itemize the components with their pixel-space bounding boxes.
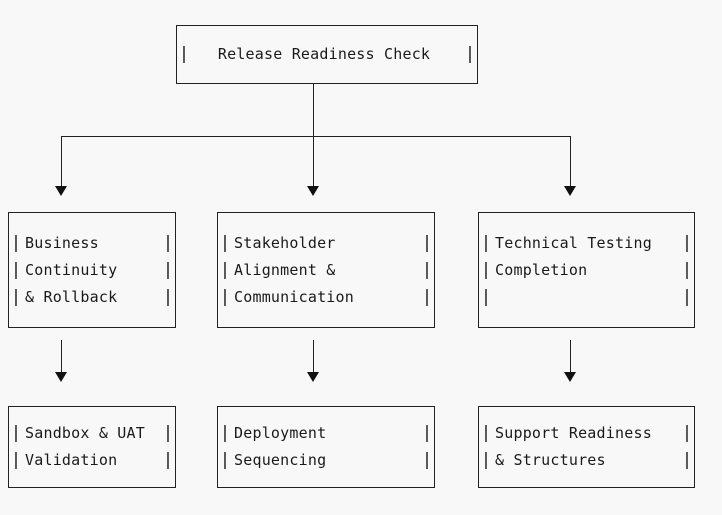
- node-label: Sequencing: [234, 451, 327, 469]
- node-line: | Communication |: [218, 284, 434, 311]
- node-support-readiness-structures[interactable]: | Support Readiness | | & Structures |: [478, 406, 695, 488]
- pipe-glyph-right: |: [681, 232, 693, 253]
- pipe-glyph-left: |: [10, 286, 22, 307]
- node-line: | Deployment |: [218, 420, 434, 447]
- connector-drop-col1: [61, 136, 62, 186]
- pipe-glyph-right: |: [421, 450, 433, 470]
- connector-drop-col2: [313, 136, 314, 186]
- node-line: | Continuity |: [9, 257, 175, 284]
- pipe-glyph-right: |: [464, 44, 476, 64]
- node-line: | Stakeholder |: [218, 230, 434, 257]
- node-stakeholder-alignment-communication[interactable]: | Stakeholder | | Alignment & | | Commun…: [217, 212, 435, 328]
- node-label: Communication: [234, 287, 354, 306]
- arrowhead-col1: [55, 186, 67, 196]
- node-label: Continuity: [25, 260, 118, 279]
- pipe-glyph-right: |: [162, 450, 174, 470]
- arrowhead-col3: [564, 186, 576, 196]
- node-label: Technical Testing: [495, 233, 652, 252]
- pipe-glyph-right: |: [421, 259, 433, 280]
- pipe-glyph-left: |: [480, 423, 492, 443]
- pipe-glyph-left: |: [480, 232, 492, 253]
- pipe-glyph-right: |: [162, 259, 174, 280]
- pipe-glyph-left: |: [219, 423, 231, 443]
- connector-branch-bus: [61, 136, 571, 137]
- node-line: | & Rollback |: [9, 284, 175, 311]
- node-line: | Alignment & |: [218, 257, 434, 284]
- node-technical-testing-completion[interactable]: | Technical Testing | | Completion | | |: [478, 212, 695, 328]
- node-sandbox-uat-validation[interactable]: | Sandbox & UAT | | Validation |: [8, 406, 176, 488]
- node-label: & Structures: [495, 451, 606, 469]
- node-label: Deployment: [234, 424, 327, 442]
- node-line-empty: | |: [479, 284, 694, 311]
- pipe-glyph-left: |: [219, 232, 231, 253]
- node-label: Sandbox & UAT: [25, 424, 145, 442]
- pipe-glyph-left: |: [480, 259, 492, 280]
- node-label: Validation: [25, 451, 118, 469]
- node-release-readiness-check[interactable]: | Release Readiness Check |: [176, 25, 478, 84]
- node-label: Release Readiness Check: [217, 45, 431, 63]
- pipe-glyph-right: |: [162, 232, 174, 253]
- pipe-glyph-right: |: [162, 423, 174, 443]
- pipe-glyph-left: |: [480, 286, 492, 307]
- connector-col3-to-child: [570, 340, 571, 372]
- node-line: | Technical Testing |: [479, 230, 694, 257]
- connector-col2-to-child: [313, 340, 314, 372]
- node-label: & Rollback: [25, 287, 118, 306]
- pipe-glyph-left: |: [219, 286, 231, 307]
- node-line: | & Structures |: [479, 447, 694, 474]
- node-line: | Completion |: [479, 257, 694, 284]
- arrowhead-col2-child: [307, 372, 319, 382]
- node-label: Completion: [495, 260, 588, 279]
- pipe-glyph-left: |: [10, 232, 22, 253]
- pipe-glyph-right: |: [421, 423, 433, 443]
- pipe-glyph-right: |: [421, 286, 433, 307]
- pipe-glyph-right: |: [681, 286, 693, 307]
- node-line: | Sandbox & UAT |: [9, 420, 175, 447]
- arrowhead-col2: [307, 186, 319, 196]
- pipe-glyph-right: |: [681, 259, 693, 280]
- node-label: Stakeholder: [234, 233, 336, 252]
- pipe-glyph-left: |: [10, 423, 22, 443]
- node-label: Support Readiness: [495, 424, 652, 442]
- pipe-glyph-left: |: [480, 450, 492, 470]
- pipe-glyph-left: |: [178, 44, 190, 64]
- arrowhead-col1-child: [55, 372, 67, 382]
- arrowhead-col3-child: [564, 372, 576, 382]
- pipe-glyph-right: |: [421, 232, 433, 253]
- node-line: | Validation |: [9, 447, 175, 474]
- pipe-glyph-right: |: [681, 450, 693, 470]
- node-label: Alignment &: [234, 260, 336, 279]
- node-business-continuity-rollback[interactable]: | Business | | Continuity | | & Rollback…: [8, 212, 176, 328]
- node-line: | Business |: [9, 230, 175, 257]
- connector-root-stem: [313, 84, 314, 136]
- pipe-glyph-left: |: [10, 259, 22, 280]
- node-line: | Release Readiness Check |: [177, 41, 477, 68]
- node-line: | Support Readiness |: [479, 420, 694, 447]
- node-label: Business: [25, 233, 99, 252]
- connector-col1-to-child: [61, 340, 62, 372]
- node-deployment-sequencing[interactable]: | Deployment | | Sequencing |: [217, 406, 435, 488]
- pipe-glyph-left: |: [219, 259, 231, 280]
- pipe-glyph-right: |: [162, 286, 174, 307]
- pipe-glyph-left: |: [219, 450, 231, 470]
- connector-drop-col3: [570, 136, 571, 186]
- node-line: | Sequencing |: [218, 447, 434, 474]
- pipe-glyph-right: |: [681, 423, 693, 443]
- pipe-glyph-left: |: [10, 450, 22, 470]
